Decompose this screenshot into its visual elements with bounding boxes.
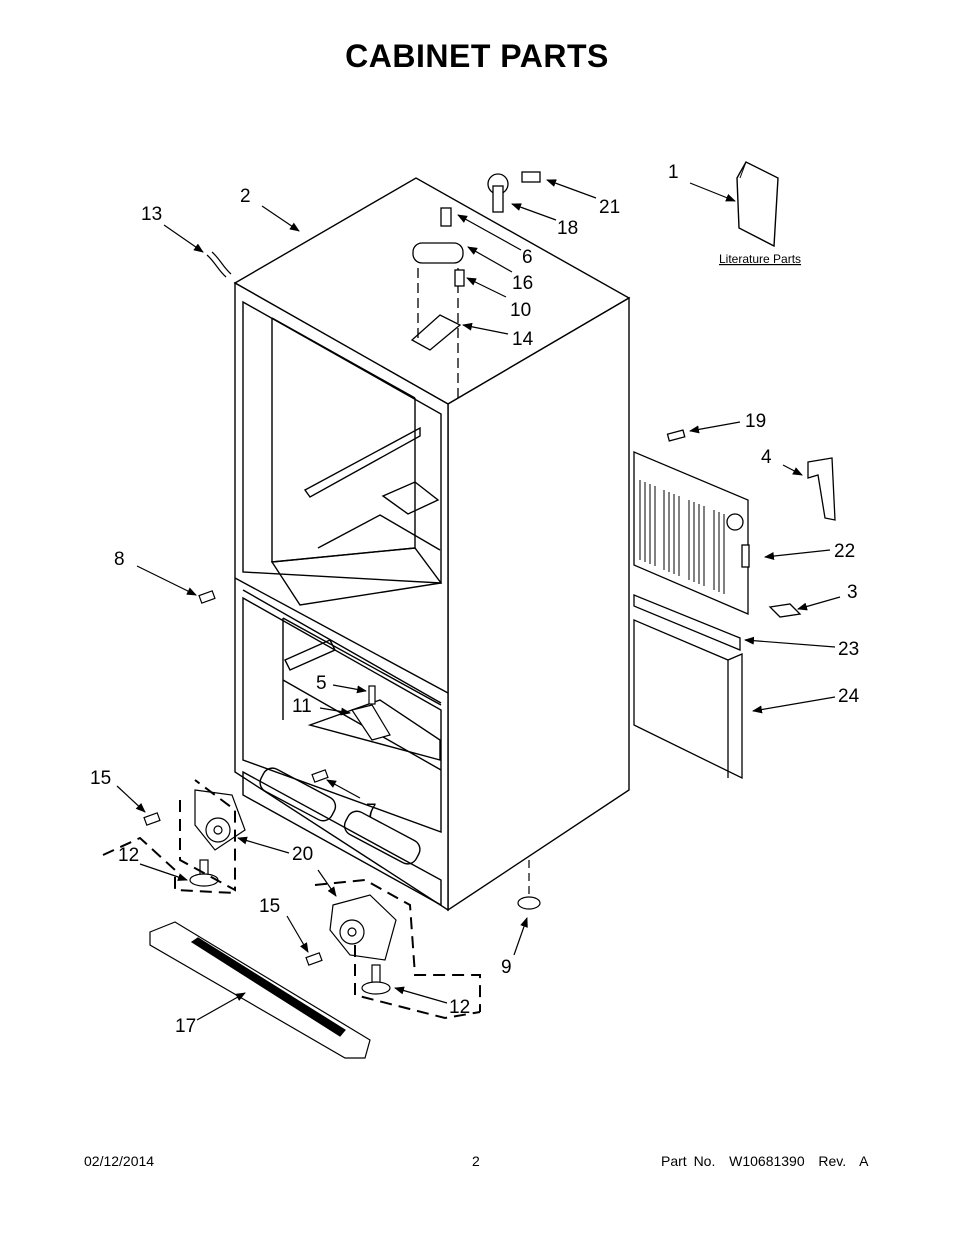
rear-grille-panel bbox=[633, 429, 836, 780]
literature-parts-label: Literature Parts bbox=[719, 252, 801, 266]
callout-23: 23 bbox=[838, 639, 859, 660]
callout-17: 17 bbox=[175, 1016, 196, 1037]
page-title: CABINET PARTS bbox=[345, 38, 609, 74]
callout-15-right: 15 bbox=[259, 896, 280, 917]
callout-4: 4 bbox=[761, 447, 772, 468]
cabinet-body bbox=[233, 177, 631, 912]
dashed-group-outlines bbox=[102, 779, 481, 1020]
callout-22: 22 bbox=[834, 541, 855, 562]
callout-20: 20 bbox=[292, 844, 313, 865]
callout-10: 10 bbox=[510, 300, 531, 321]
upper-hinge-assembly bbox=[410, 171, 541, 400]
callout-13: 13 bbox=[141, 204, 162, 225]
callout-16: 16 bbox=[512, 273, 533, 294]
literature-parts: Literature Parts bbox=[719, 161, 801, 266]
callout-2: 2 bbox=[240, 186, 251, 207]
callout-11: 11 bbox=[292, 696, 312, 717]
callout-labels: 1 2 3 4 5 6 7 8 9 10 11 12 12 13 14 15 1… bbox=[90, 162, 860, 1037]
footer-part-number: Part No. W10681390 Rev. A bbox=[661, 1153, 869, 1169]
callout-19: 19 bbox=[745, 411, 766, 432]
footer-date: 02/12/2014 bbox=[84, 1153, 155, 1169]
callout-12-left: 12 bbox=[118, 845, 139, 866]
leader-arrows bbox=[116, 179, 841, 1021]
callout-8: 8 bbox=[114, 549, 125, 570]
callout-7: 7 bbox=[366, 801, 377, 822]
callout-12-right: 12 bbox=[449, 997, 470, 1018]
callout-15-left: 15 bbox=[90, 768, 111, 789]
callout-5: 5 bbox=[316, 673, 327, 694]
callout-9: 9 bbox=[501, 957, 512, 978]
footer-page-number: 2 bbox=[472, 1153, 480, 1169]
callout-14: 14 bbox=[512, 329, 534, 350]
callout-21: 21 bbox=[599, 197, 620, 218]
callout-24: 24 bbox=[838, 686, 860, 707]
callout-18: 18 bbox=[557, 218, 578, 239]
callout-6: 6 bbox=[522, 247, 533, 268]
callout-3: 3 bbox=[847, 582, 858, 603]
small-parts bbox=[143, 251, 541, 1059]
callout-1: 1 bbox=[668, 162, 679, 183]
